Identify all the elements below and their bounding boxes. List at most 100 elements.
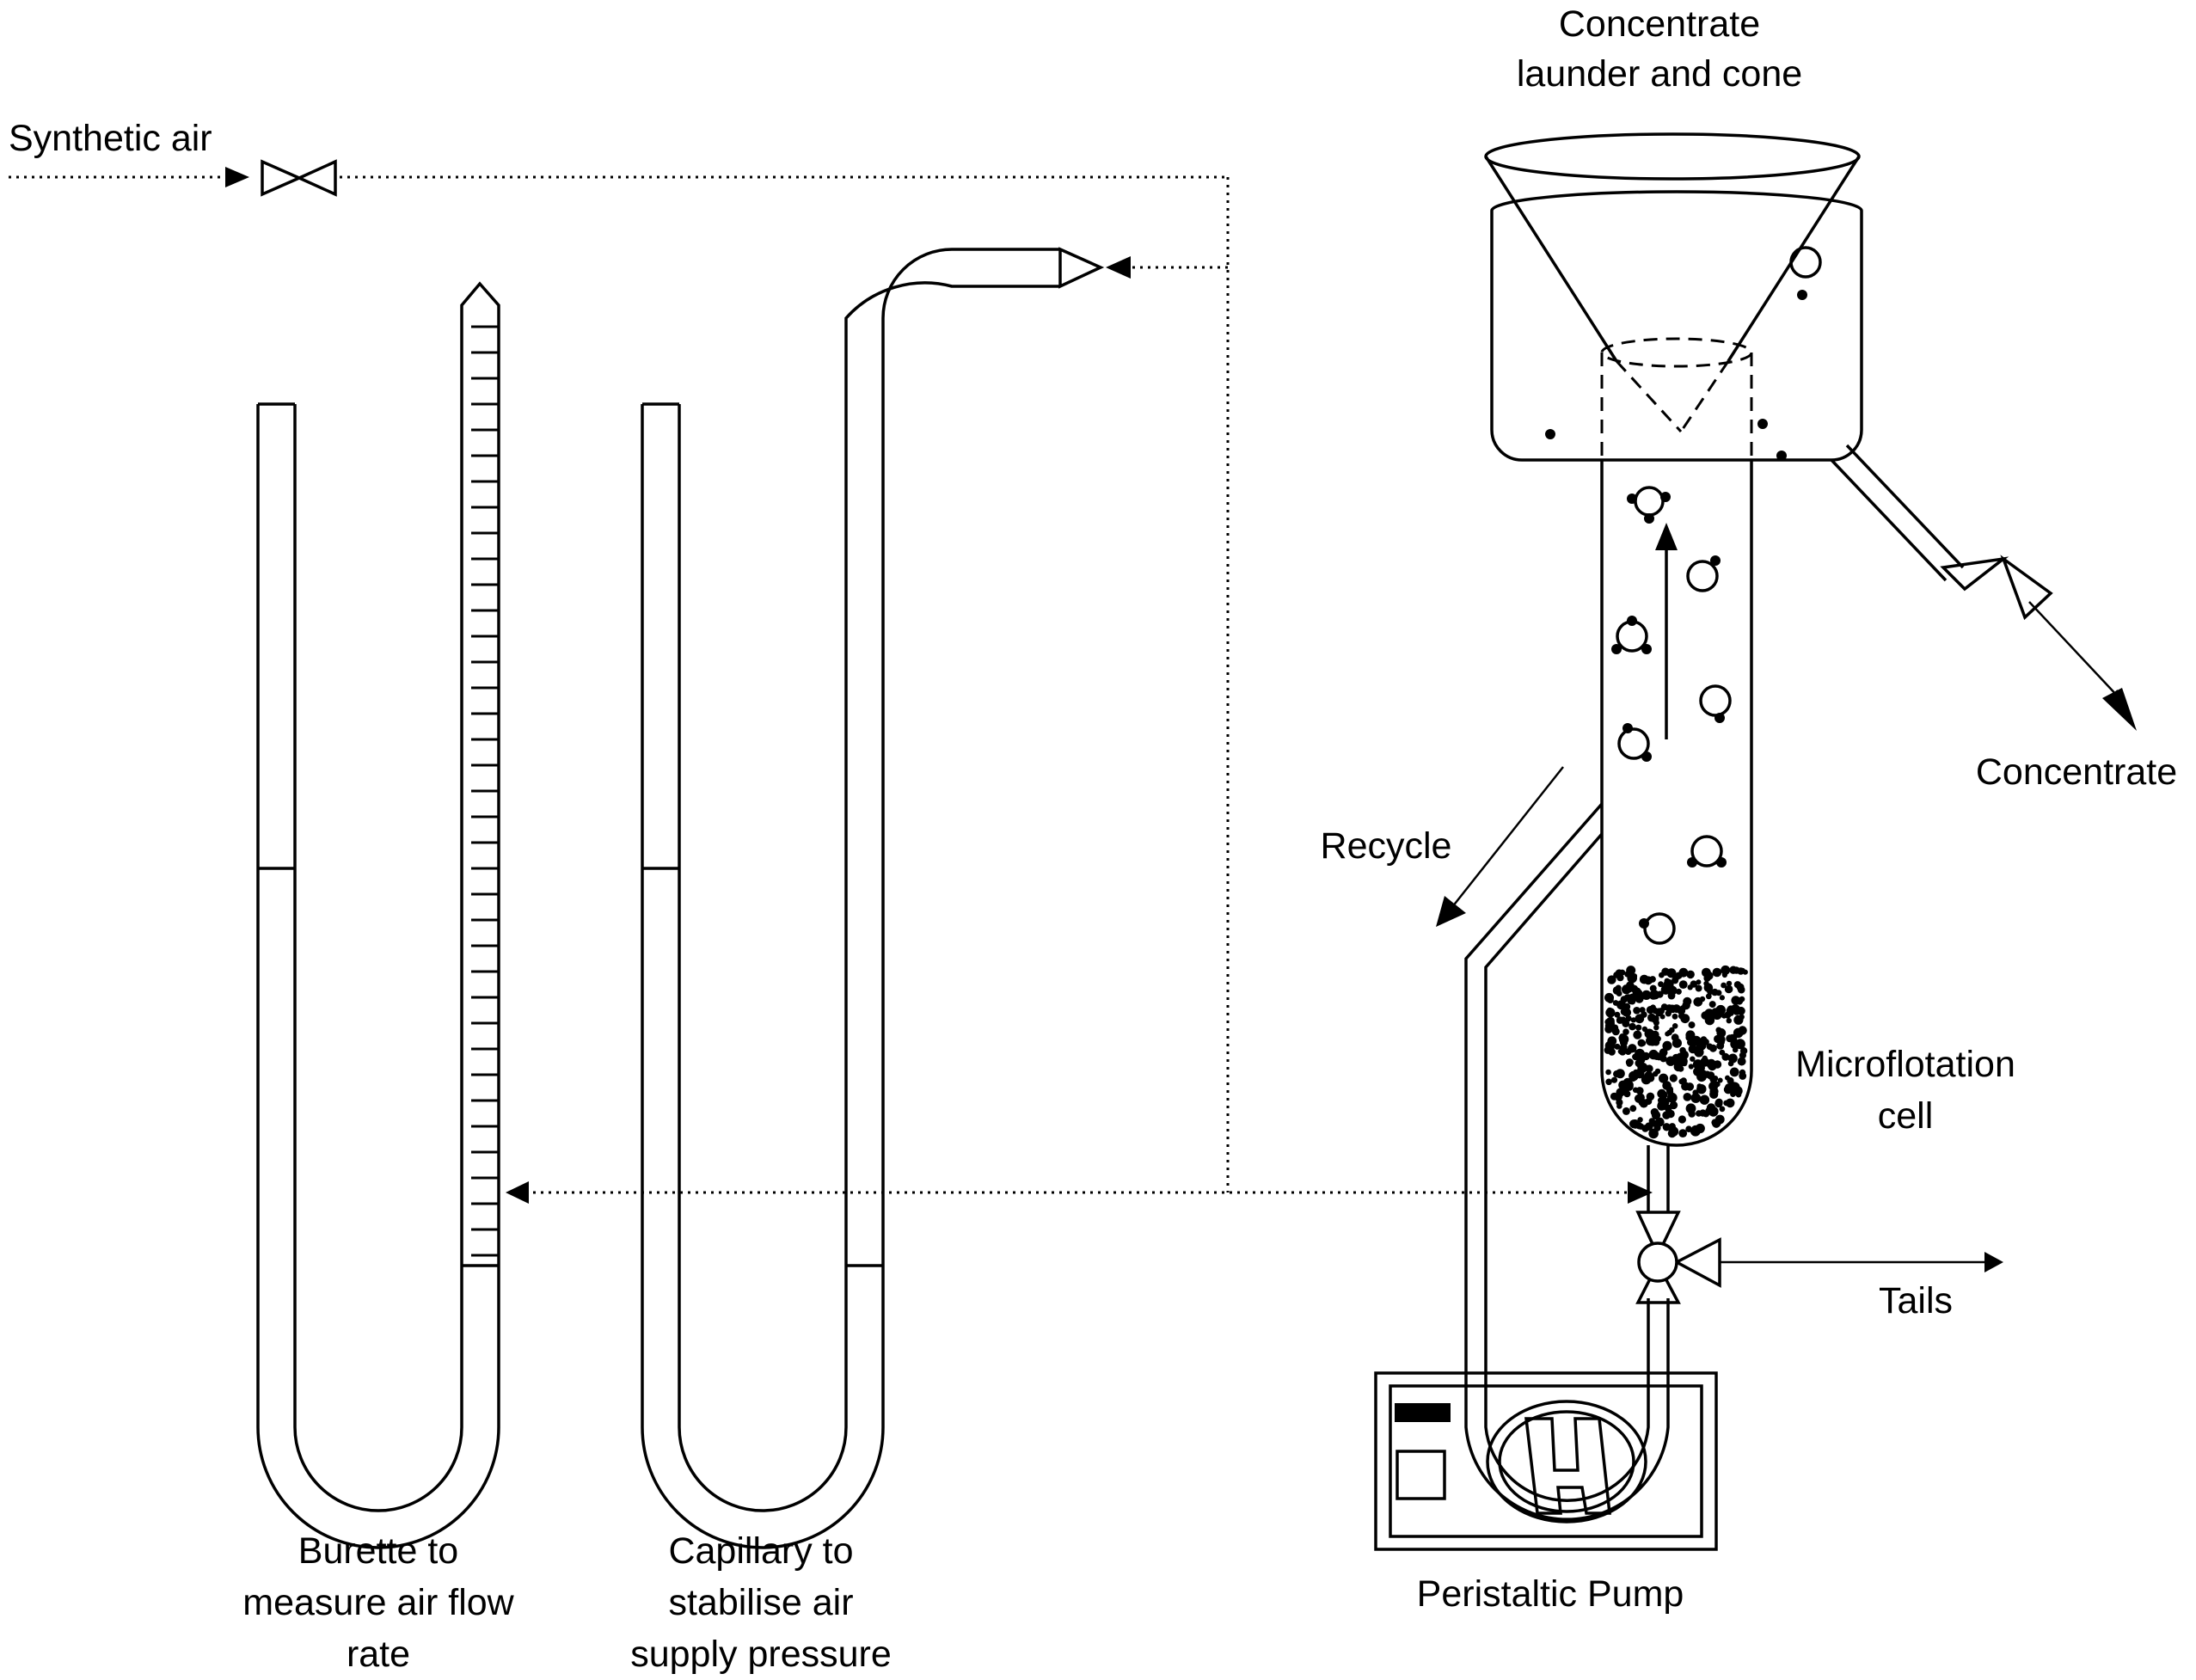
particle — [1610, 1076, 1618, 1083]
particle — [1607, 975, 1616, 984]
particle — [1604, 1021, 1614, 1031]
particle — [1733, 966, 1740, 974]
particle — [1708, 1044, 1717, 1052]
particle — [1727, 1033, 1738, 1044]
label-burette-line2: measure air flow — [242, 1582, 514, 1623]
particle — [1731, 996, 1740, 1005]
particle — [1705, 993, 1712, 1000]
particle — [1729, 1082, 1740, 1093]
particle — [1723, 1100, 1729, 1107]
particle — [1685, 1082, 1695, 1091]
particle — [1727, 1053, 1738, 1064]
particle — [1645, 1064, 1653, 1073]
particle — [1662, 1123, 1672, 1131]
particle — [1690, 1035, 1702, 1046]
particle — [1641, 1052, 1651, 1061]
particle — [1667, 991, 1676, 1000]
particle — [1619, 1038, 1629, 1047]
particle — [1605, 1008, 1616, 1018]
three-way-valve — [1635, 1211, 2003, 1304]
particle — [1624, 1048, 1632, 1055]
particle — [1604, 992, 1614, 1002]
particle — [1667, 1004, 1675, 1011]
particle — [1647, 1074, 1655, 1082]
particle — [1732, 1046, 1739, 1053]
particle — [1693, 996, 1703, 1007]
particle — [1613, 1092, 1622, 1101]
particle — [1628, 993, 1638, 1003]
label-burette-line3: rate — [347, 1634, 410, 1675]
particle — [1708, 1081, 1719, 1091]
particle — [1719, 1106, 1726, 1113]
particle — [1712, 1009, 1722, 1021]
particle — [1612, 1000, 1619, 1006]
particle — [1678, 1129, 1688, 1137]
particle — [1631, 973, 1638, 979]
particle — [1650, 1119, 1658, 1127]
particle — [1658, 981, 1664, 988]
label-tails: Tails — [1879, 1280, 1953, 1321]
particle — [1659, 1048, 1668, 1058]
particle — [1654, 1068, 1661, 1075]
burette-graduations — [471, 325, 499, 1257]
particle — [1679, 1046, 1686, 1054]
particle — [1650, 1004, 1656, 1011]
particle — [1716, 1041, 1725, 1050]
particle — [1651, 1030, 1659, 1039]
particle — [1629, 1119, 1639, 1129]
particle — [1690, 1056, 1696, 1062]
particle — [1662, 1111, 1671, 1119]
label-cell-line1: Microflotation — [1795, 1044, 2015, 1085]
particle — [1687, 984, 1693, 990]
particle — [1654, 1008, 1664, 1017]
particle — [1633, 1030, 1642, 1039]
particle — [1680, 1014, 1690, 1024]
particle — [1630, 1017, 1636, 1023]
particle — [1688, 1021, 1696, 1029]
particle — [1678, 1078, 1684, 1085]
particle — [1651, 1110, 1661, 1120]
particle — [1692, 1089, 1699, 1096]
particle — [1669, 1027, 1675, 1033]
air-inlet-valve — [261, 159, 337, 197]
particle — [1704, 972, 1714, 980]
particle — [1622, 1028, 1629, 1035]
particle — [1715, 990, 1722, 996]
particle — [1739, 1047, 1748, 1055]
particle — [1700, 1036, 1708, 1044]
particle — [1630, 1073, 1638, 1081]
particle — [1666, 968, 1677, 978]
label-capillary-line2: stabilise air — [668, 1582, 853, 1623]
label-concentrate: Concentrate — [1976, 751, 2177, 793]
particle — [1615, 984, 1622, 991]
particle — [1737, 1006, 1745, 1015]
particle — [1708, 1061, 1717, 1071]
particle — [1661, 984, 1670, 993]
particle — [1714, 1099, 1723, 1108]
particle — [1641, 1011, 1647, 1018]
particle — [1730, 1091, 1736, 1097]
particle — [1632, 1087, 1639, 1094]
particle — [1607, 1036, 1617, 1046]
particle — [1640, 1039, 1647, 1046]
particle — [1641, 990, 1652, 1000]
concentrate-outlet-pipe — [1830, 444, 2137, 731]
particle — [1666, 1092, 1678, 1103]
particle — [1736, 983, 1745, 991]
particle — [1721, 1052, 1730, 1061]
peristaltic-pump — [1374, 1371, 1718, 1551]
capillary-feed-line — [1106, 256, 1228, 279]
particle — [1626, 1060, 1633, 1067]
particle — [1619, 969, 1626, 976]
particle — [1660, 1003, 1668, 1011]
particle — [1665, 1031, 1671, 1037]
particle — [1739, 996, 1745, 1002]
particle — [1701, 1095, 1708, 1102]
particle — [1622, 984, 1629, 991]
particle — [1717, 1077, 1723, 1083]
particle — [1724, 984, 1733, 994]
recycle-pipe — [1436, 766, 1670, 1521]
label-recycle: Recycle — [1321, 825, 1452, 867]
particle — [1712, 1119, 1721, 1128]
